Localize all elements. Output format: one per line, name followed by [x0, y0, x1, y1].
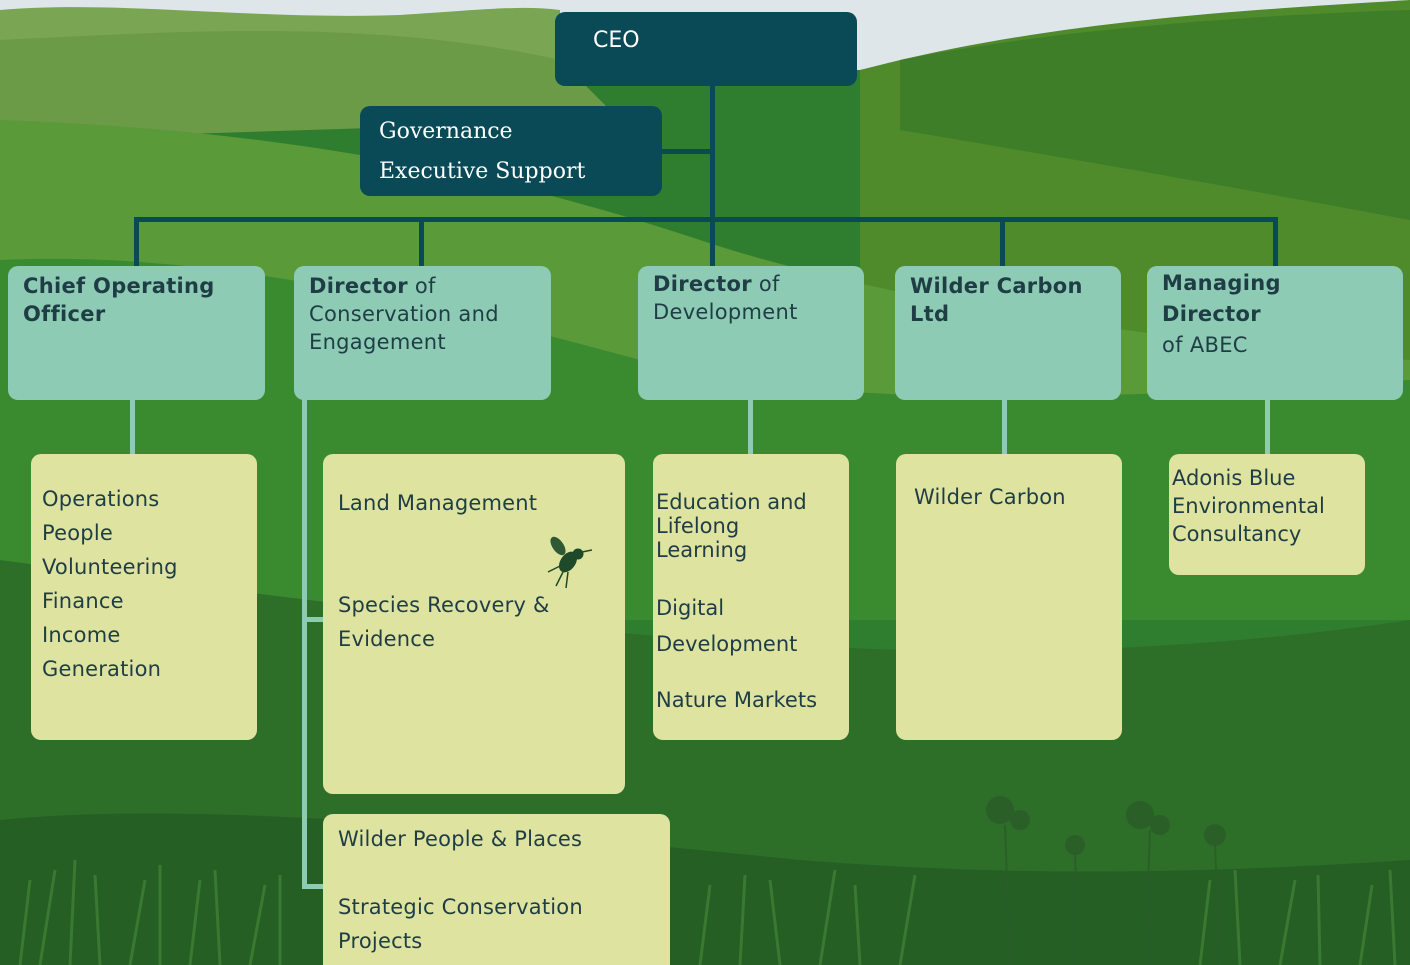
- team-line-conservation-vertical: [302, 398, 307, 888]
- ceo-label: CEO: [593, 28, 640, 53]
- team-development-box: Education and Lifelong Learning Digital …: [653, 454, 849, 740]
- team-conservation-item: Land Management: [338, 491, 538, 515]
- team-conservation2-box: Wilder People & Places Strategic Conserv…: [323, 814, 670, 965]
- team-carbon-box: Wilder Carbon: [896, 454, 1122, 740]
- team-line-carbon: [1002, 398, 1007, 456]
- team-conservation2-item: Wilder People & Places: [338, 827, 583, 851]
- team-conservation-item: Species Recovery & Evidence: [338, 593, 550, 651]
- drop-line-abec: [1273, 217, 1278, 269]
- team-line-abec: [1265, 398, 1270, 456]
- drop-line-carbon: [1000, 217, 1005, 269]
- director-coo-box: Chief Operating Officer: [8, 266, 265, 400]
- team-carbon-item: Wilder Carbon: [914, 485, 1066, 509]
- drop-line-conservation: [419, 217, 424, 269]
- director-development-box: Director of Development: [638, 266, 864, 400]
- team-line-conservation-2: [302, 884, 324, 889]
- governance-line2: Executive Support: [379, 159, 586, 184]
- director-abec-title: Managing Director: [1162, 271, 1281, 326]
- team-line-development: [748, 398, 753, 456]
- team-coo-item: Operations: [42, 487, 160, 511]
- team-abec-box: Adonis Blue Environmental Consultancy: [1169, 454, 1365, 575]
- director-carbon-title: Wilder Carbon Ltd: [910, 274, 1083, 326]
- director-coo-title: Chief Operating Officer: [23, 274, 215, 326]
- team-coo-box: Operations People Volunteering Finance I…: [31, 454, 257, 740]
- governance-connector: [660, 149, 712, 154]
- director-conservation-subtitle: of Conservation and Engagement: [309, 274, 499, 354]
- team-coo-item: Finance: [42, 589, 124, 613]
- team-coo-item: Volunteering: [42, 555, 178, 579]
- team-conservation-box: Land Management Species Recovery & Evide…: [323, 454, 625, 794]
- team-line-conservation-1: [302, 617, 324, 622]
- director-conservation-box: Director of Conservation and Engagement: [294, 266, 551, 400]
- director-abec-box: Managing Director of ABEC: [1147, 266, 1403, 400]
- team-line-coo: [130, 398, 135, 456]
- director-carbon-box: Wilder Carbon Ltd: [895, 266, 1121, 400]
- team-development-item: Education and Lifelong Learning: [656, 490, 807, 562]
- director-development-title: Director: [653, 272, 752, 296]
- team-development-item: Digital Development: [656, 596, 798, 656]
- director-conservation-title: Director: [309, 274, 408, 298]
- team-abec-item: Adonis Blue Environmental Consultancy: [1172, 466, 1325, 546]
- ceo-box: CEO: [555, 12, 857, 86]
- team-coo-item: Income Generation: [42, 623, 162, 681]
- drop-line-coo: [134, 217, 139, 269]
- team-coo-item: People: [42, 521, 113, 545]
- team-conservation2-item: Strategic Conservation Projects: [338, 895, 583, 953]
- ceo-trunk-line: [710, 86, 715, 221]
- team-development-item: Nature Markets: [656, 688, 818, 712]
- director-development-subtitle: of Development: [653, 272, 798, 324]
- governance-box: Governance Executive Support: [360, 106, 662, 196]
- governance-line1: Governance: [379, 119, 513, 144]
- directors-bus-line: [134, 217, 1278, 222]
- director-abec-subtitle: of ABEC: [1162, 333, 1248, 357]
- insect-icon: [547, 536, 593, 589]
- drop-line-development: [710, 217, 715, 269]
